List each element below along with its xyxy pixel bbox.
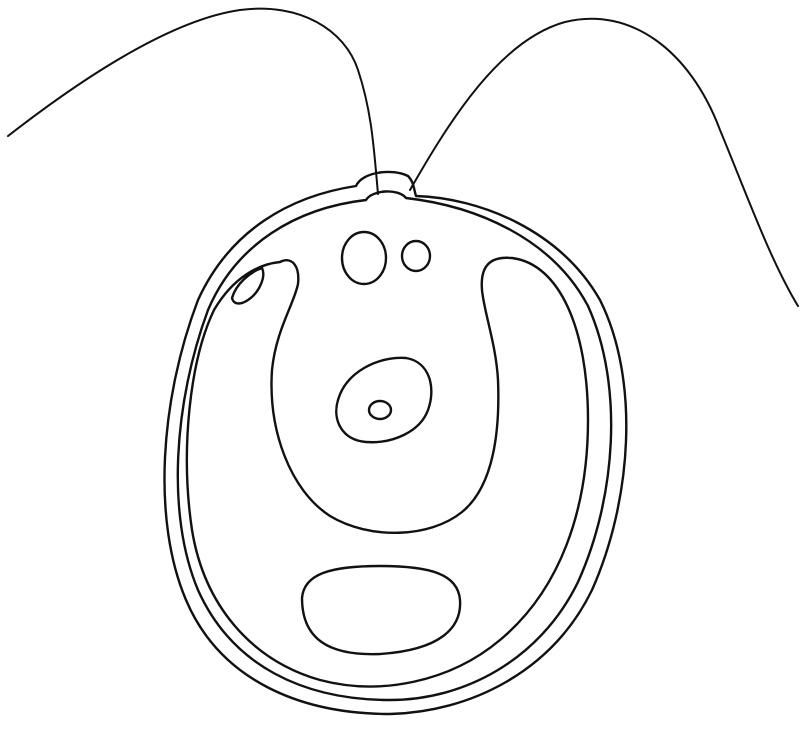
flagellum-left (8, 9, 378, 194)
nucleus (336, 358, 431, 442)
contractile-vacuole (342, 232, 386, 284)
nucleolus (369, 401, 391, 419)
cell-wall (164, 172, 626, 714)
pyrenoid (302, 566, 460, 654)
chloroplast (187, 258, 588, 687)
flagellum-right (410, 19, 798, 306)
plasma-membrane (178, 191, 611, 700)
contractile-vacuole (402, 241, 430, 271)
